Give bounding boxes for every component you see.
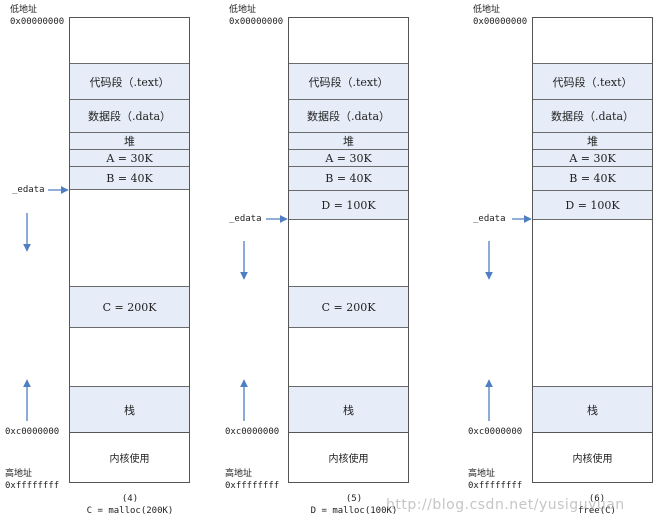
kernel-address: 0xc0000000: [225, 427, 280, 437]
low-address-label: 低地址: [229, 5, 257, 15]
data-segment: 数据段（.data）: [70, 99, 189, 132]
caption-code: C = malloc(200K): [86, 506, 174, 516]
watermark: http://blog.csdn.net/yusiguyuan: [386, 497, 625, 513]
high-address-label: 高地址: [225, 469, 253, 479]
caption-number: (4): [121, 494, 139, 504]
panel-6: 低地址 0x00000000 代码段（.text） 数据段（.data） 堆 A…: [442, 0, 664, 527]
high-address-label: 高地址: [5, 469, 33, 479]
block-b: B = 40K: [70, 166, 189, 190]
text-segment: 代码段（.text）: [70, 63, 189, 99]
text-segment: 代码段（.text）: [533, 63, 652, 99]
heap-segment: 堆: [533, 132, 652, 149]
low-address-label: 低地址: [473, 5, 501, 15]
edata-label: _edata: [473, 214, 506, 224]
kernel-address: 0xc0000000: [468, 427, 523, 437]
kernel-address: 0xc0000000: [5, 427, 60, 437]
stack-segment: 栈: [70, 386, 189, 433]
block-c: C = 200K: [289, 286, 408, 328]
heap-segment: 堆: [70, 132, 189, 149]
block-a: A = 30K: [533, 149, 652, 166]
caption-code: D = malloc(100K): [310, 506, 398, 516]
block-d: D = 100K: [289, 190, 408, 220]
kernel-segment: 内核使用: [288, 432, 409, 483]
memory-column: 代码段（.text） 数据段（.data） 堆 A = 30K B = 40K …: [69, 17, 190, 433]
kernel-segment: 内核使用: [532, 432, 653, 483]
stack-segment: 栈: [533, 386, 652, 433]
block-a: A = 30K: [289, 149, 408, 166]
memory-column: 代码段（.text） 数据段（.data） 堆 A = 30K B = 40K …: [532, 17, 653, 433]
panel-5: 低地址 0x00000000 代码段（.text） 数据段（.data） 堆 A…: [220, 0, 442, 527]
panel-4: 低地址 0x00000000 代码段（.text） 数据段（.data） 堆 A…: [0, 0, 220, 527]
block-c: C = 200K: [70, 286, 189, 328]
low-address-label: 低地址: [10, 5, 38, 15]
block-b: B = 40K: [533, 166, 652, 190]
caption-number: (5): [345, 494, 363, 504]
block-b: B = 40K: [289, 166, 408, 190]
heap-segment: 堆: [289, 132, 408, 149]
text-segment: 代码段（.text）: [289, 63, 408, 99]
edata-label: _edata: [229, 214, 262, 224]
high-address-value: 0xffffffff: [5, 481, 60, 491]
high-address-label: 高地址: [468, 469, 496, 479]
kernel-segment: 内核使用: [69, 432, 190, 483]
low-address-value: 0x00000000: [229, 17, 284, 27]
high-address-value: 0xffffffff: [468, 481, 523, 491]
high-address-value: 0xffffffff: [225, 481, 280, 491]
low-address-value: 0x00000000: [473, 17, 528, 27]
data-segment: 数据段（.data）: [289, 99, 408, 132]
memory-column: 代码段（.text） 数据段（.data） 堆 A = 30K B = 40K …: [288, 17, 409, 433]
low-address-value: 0x00000000: [10, 17, 65, 27]
stack-segment: 栈: [289, 386, 408, 433]
block-d: D = 100K: [533, 190, 652, 220]
data-segment: 数据段（.data）: [533, 99, 652, 132]
block-a: A = 30K: [70, 149, 189, 166]
caption-number: (6): [588, 494, 606, 504]
caption-code: free(C): [578, 506, 616, 516]
edata-label: _edata: [12, 185, 45, 195]
